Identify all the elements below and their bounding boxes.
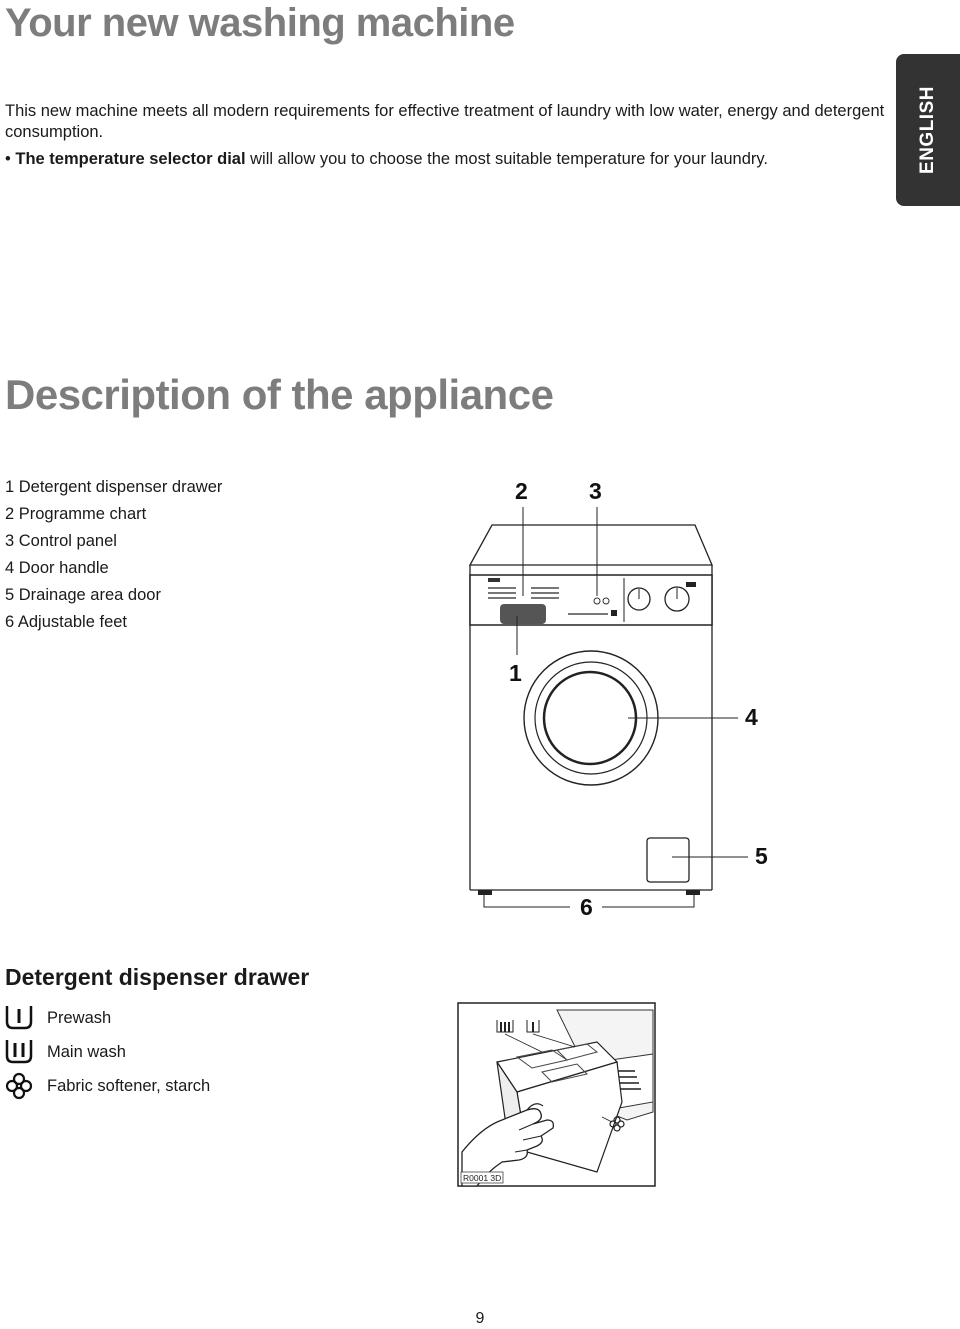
page-number: 9 bbox=[475, 1310, 485, 1327]
part-item: 1 Detergent dispenser drawer bbox=[5, 478, 223, 496]
bullet-text: will allow you to choose the most suitab… bbox=[245, 150, 768, 168]
door-glass bbox=[542, 670, 638, 766]
foot-right bbox=[686, 890, 700, 895]
legend-label: Fabric softener, starch bbox=[47, 1077, 211, 1095]
callout-4: 4 bbox=[745, 704, 758, 730]
legend-label: Prewash bbox=[47, 1009, 112, 1027]
legend-item-fabric-softener: Fabric softener, starch bbox=[5, 1072, 305, 1102]
temperature-bullet: • The temperature selector dial will all… bbox=[5, 150, 768, 168]
main-wash-icon bbox=[5, 1040, 33, 1064]
legend-label: Main wash bbox=[47, 1043, 126, 1061]
figure-code: R0001 3D bbox=[463, 1173, 501, 1183]
fabric-softener-icon bbox=[5, 1072, 33, 1100]
language-tab-label: ENGLISH bbox=[917, 86, 938, 174]
intro-paragraph: This new machine meets all modern requir… bbox=[5, 102, 885, 141]
prewash-icon bbox=[5, 1006, 33, 1030]
callout-6: 6 bbox=[580, 894, 593, 920]
part-item: 5 Drainage area door bbox=[5, 586, 161, 604]
machine-top bbox=[468, 524, 713, 566]
foot-left bbox=[478, 890, 492, 895]
bullet-bold-text: The temperature selector dial bbox=[15, 150, 246, 168]
drainage-door bbox=[646, 837, 690, 883]
part-item: 3 Control panel bbox=[5, 532, 117, 550]
dispenser-title: Detergent dispenser drawer bbox=[5, 964, 310, 990]
parts-list: 1 Detergent dispenser drawer 2 Programme… bbox=[5, 474, 222, 636]
description-title: Description of the appliance bbox=[5, 371, 554, 418]
part-item: 2 Programme chart bbox=[5, 505, 147, 523]
washing-machine-illustration bbox=[468, 507, 748, 908]
part-item: 4 Door handle bbox=[5, 559, 109, 577]
callout-3: 3 bbox=[589, 478, 602, 504]
callout-1: 1 bbox=[509, 660, 522, 686]
part-item: 6 Adjustable feet bbox=[5, 613, 128, 631]
legend-item-prewash: Prewash bbox=[5, 1004, 305, 1034]
programme-chart bbox=[488, 587, 559, 599]
language-tab: ENGLISH bbox=[896, 54, 960, 206]
callout-2: 2 bbox=[515, 478, 528, 504]
page-title: Your new washing machine bbox=[5, 1, 515, 45]
callout-5: 5 bbox=[755, 843, 768, 869]
dispenser-drawer-illustration: R0001 3D bbox=[457, 1002, 656, 1187]
legend-item-main-wash: Main wash bbox=[5, 1038, 305, 1068]
dispenser-drawer bbox=[500, 604, 546, 624]
